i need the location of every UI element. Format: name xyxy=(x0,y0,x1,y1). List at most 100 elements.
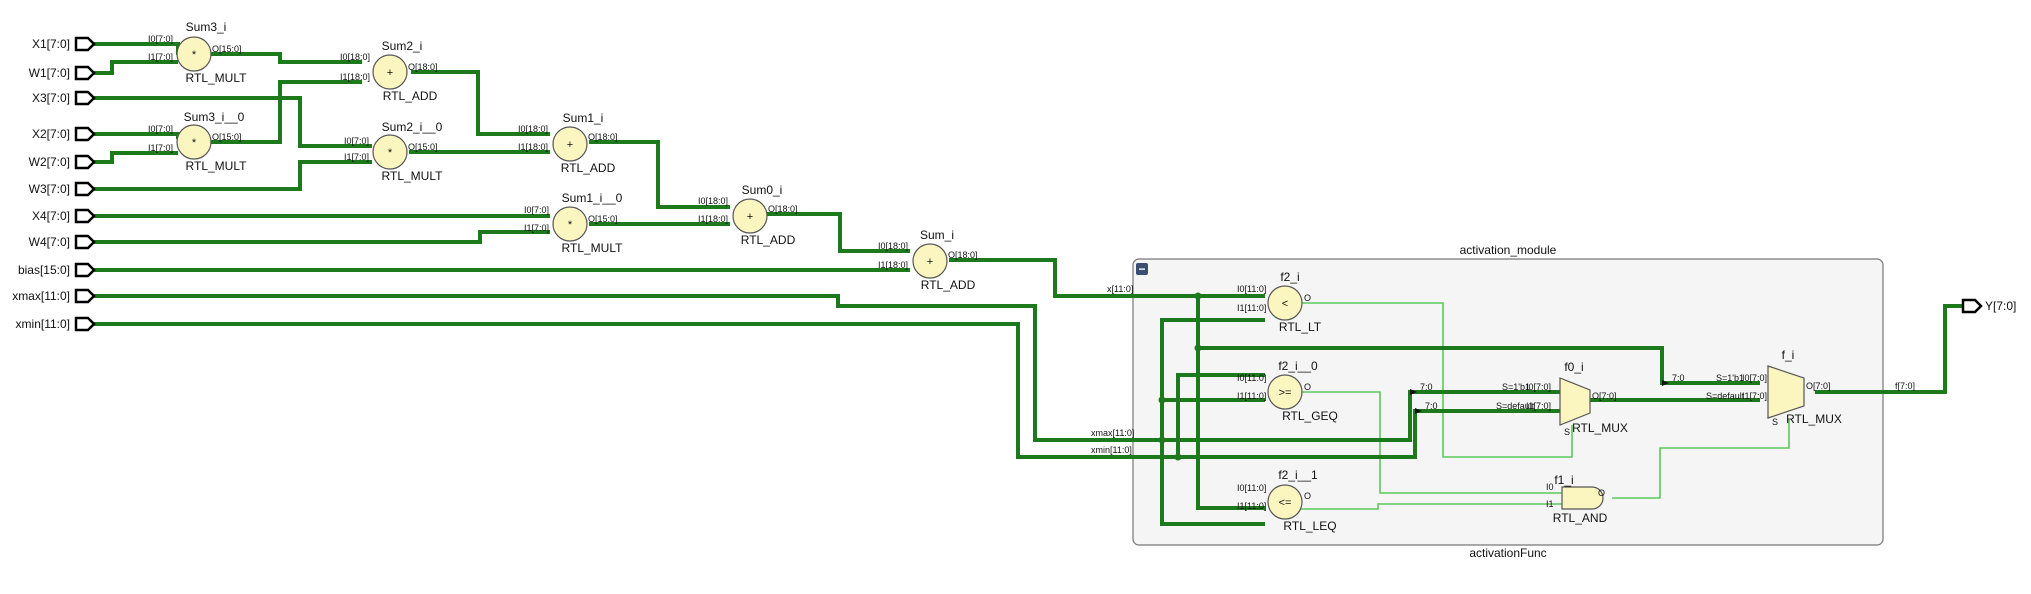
svg-text:I0[7:0]: I0[7:0] xyxy=(1526,382,1551,392)
cell-f2-i-1[interactable]: <= f2_i__1 RTL_LEQ I0[11:0] I1[11:0] O xyxy=(1237,468,1337,533)
instance-name: Sum1_i xyxy=(563,111,604,125)
output-port-Y[interactable]: Y[7:0] xyxy=(1961,298,2016,314)
f0-i-bus1-label: 7:0 xyxy=(1425,401,1438,411)
svg-text:I1[7:0]: I1[7:0] xyxy=(1526,401,1551,411)
input-port-W4[interactable]: W4[7:0] xyxy=(29,234,96,250)
f0-i-bus0-label: 7:0 xyxy=(1420,382,1433,392)
svg-text:X4[7:0]: X4[7:0] xyxy=(32,209,70,223)
cell-sum1-i[interactable]: + Sum1_i RTL_ADD I0[18:0] I1[18:0] O[18:… xyxy=(518,111,618,175)
svg-text:O[15:0]: O[15:0] xyxy=(588,214,618,224)
input-port-X2[interactable]: X2[7:0] xyxy=(32,126,96,142)
cell-sum3-i-0[interactable]: * Sum3_i__0 RTL_MULT I0[7:0] I1[7:0] O[1… xyxy=(148,110,247,173)
svg-text:O: O xyxy=(1304,491,1311,501)
activation-module-box[interactable] xyxy=(1132,258,1884,546)
svg-text:I0[7:0]: I0[7:0] xyxy=(148,124,173,134)
svg-text:I0[7:0]: I0[7:0] xyxy=(1742,373,1767,383)
bus-nets xyxy=(94,42,1963,526)
svg-text:S=1'b1: S=1'b1 xyxy=(1716,373,1744,383)
input-port-xmax[interactable]: xmax[11:0] xyxy=(12,288,96,304)
cell-type: RTL_ADD xyxy=(921,278,976,292)
instance-name: f2_i__0 xyxy=(1278,359,1318,373)
input-port-xmin[interactable]: xmin[11:0] xyxy=(16,316,96,332)
cell-type: RTL_MULT xyxy=(186,159,248,173)
op-symbol: >= xyxy=(1279,387,1292,399)
cell-sum-i[interactable]: + Sum_i RTL_ADD I0[18:0] I1[18:0] O[18:0… xyxy=(878,228,978,292)
svg-text:bias[15:0]: bias[15:0] xyxy=(18,263,70,277)
svg-text:I0[18:0]: I0[18:0] xyxy=(698,196,728,206)
svg-text:I1[11:0]: I1[11:0] xyxy=(1237,391,1266,401)
hier-pin-xmax: xmax[11:0] xyxy=(1091,428,1134,438)
svg-text:I1: I1 xyxy=(1546,499,1554,509)
single-bit-nets xyxy=(1295,302,1790,510)
input-port-bias[interactable]: bias[15:0] xyxy=(18,262,96,278)
input-port-W3[interactable]: W3[7:0] xyxy=(29,181,96,197)
instance-name: Sum2_i xyxy=(382,39,423,53)
svg-text:O[15:0]: O[15:0] xyxy=(212,132,242,142)
svg-text:I1[7:0]: I1[7:0] xyxy=(148,52,173,62)
cell-sum0-i[interactable]: + Sum0_i RTL_ADD I0[18:0] I1[18:0] O[18:… xyxy=(698,183,798,247)
cell-f1-i-and[interactable]: f1_i RTL_AND I0 I1 O xyxy=(1546,473,1608,525)
net-junctions xyxy=(1158,292,1202,461)
svg-text:I1[18:0]: I1[18:0] xyxy=(518,142,548,152)
cell-type: RTL_MUX xyxy=(1786,412,1842,426)
input-port-X3[interactable]: X3[7:0] xyxy=(32,90,96,106)
cell-f2-i-0[interactable]: >= f2_i__0 RTL_GEQ I0[11:0] I1[11:0] O xyxy=(1237,359,1338,423)
op-symbol: * xyxy=(192,137,197,149)
cell-f0-i-mux[interactable]: f0_i RTL_MUX S=1'b1 S=default I0[7:0] I1… xyxy=(1496,360,1628,437)
instance-name: Sum3_i__0 xyxy=(184,110,245,124)
instance-name: Sum0_i xyxy=(742,183,783,197)
op-symbol: * xyxy=(192,49,197,61)
hier-pin-x: x[11:0] xyxy=(1107,284,1133,294)
svg-text:S: S xyxy=(1564,427,1570,437)
svg-text:I1[18:0]: I1[18:0] xyxy=(340,72,370,82)
svg-text:Y[7:0]: Y[7:0] xyxy=(1985,299,2016,313)
input-port-X4[interactable]: X4[7:0] xyxy=(32,208,96,224)
cell-sum3-i[interactable]: * Sum3_i RTL_MULT I0[7:0] I1[7:0] O[15:0… xyxy=(148,20,247,85)
cell-f2-i[interactable]: < f2_i RTL_LT I0[11:0] I1[11:0] O xyxy=(1237,270,1322,334)
svg-text:O[15:0]: O[15:0] xyxy=(212,44,242,54)
cell-sum2-i-0[interactable]: * Sum2_i__0 RTL_MULT I0[7:0] I1[7:0] O[1… xyxy=(344,120,443,183)
svg-text:O[18:0]: O[18:0] xyxy=(768,204,798,214)
op-symbol: * xyxy=(388,147,393,159)
svg-text:I1[7:0]: I1[7:0] xyxy=(148,143,173,153)
collapse-button[interactable]: − xyxy=(1136,262,1148,276)
svg-text:I1[11:0]: I1[11:0] xyxy=(1237,501,1266,511)
svg-text:O: O xyxy=(1304,382,1311,392)
instance-name: f0_i xyxy=(1564,360,1583,374)
cell-sum2-i[interactable]: + Sum2_i RTL_ADD I0[18:0] I1[18:0] O[18:… xyxy=(340,39,438,103)
hier-module-name: activationFunc xyxy=(1469,546,1546,560)
cell-type: RTL_MULT xyxy=(562,241,624,255)
input-port-W2[interactable]: W2[7:0] xyxy=(29,154,96,170)
cell-type: RTL_ADD xyxy=(383,89,438,103)
op-symbol: + xyxy=(927,256,933,268)
svg-text:O: O xyxy=(1304,293,1311,303)
svg-text:I1[7:0]: I1[7:0] xyxy=(524,223,549,233)
svg-text:O[15:0]: O[15:0] xyxy=(408,142,438,152)
op-symbol: + xyxy=(747,211,753,223)
input-port-W1[interactable]: W1[7:0] xyxy=(29,65,96,81)
svg-text:S=default: S=default xyxy=(1496,401,1535,411)
cell-f-i-mux[interactable]: f_i RTL_MUX S=1'b1 S=default I0[7:0] I1[… xyxy=(1706,348,1842,427)
op-symbol: + xyxy=(387,67,393,79)
cell-sum1-i-0[interactable]: * Sum1_i__0 RTL_MULT I0[7:0] I1[7:0] O[1… xyxy=(524,191,623,255)
instance-name: Sum1_i__0 xyxy=(562,191,623,205)
svg-text:I0[11:0]: I0[11:0] xyxy=(1237,373,1266,383)
svg-text:O[18:0]: O[18:0] xyxy=(588,132,618,142)
instance-name: Sum2_i__0 xyxy=(382,120,443,134)
svg-text:I0[18:0]: I0[18:0] xyxy=(878,241,908,251)
f-i-bus0-label: 7:0 xyxy=(1672,373,1685,383)
cell-type: RTL_LT xyxy=(1279,320,1322,334)
op-symbol: < xyxy=(1282,298,1288,310)
op-symbol: <= xyxy=(1279,497,1292,509)
svg-text:S=1'b1: S=1'b1 xyxy=(1502,382,1530,392)
hier-instance-name: activation_module xyxy=(1460,243,1557,257)
input-port-X1[interactable]: X1[7:0] xyxy=(32,36,96,52)
svg-text:I0[7:0]: I0[7:0] xyxy=(524,205,549,215)
svg-text:X2[7:0]: X2[7:0] xyxy=(32,127,70,141)
bus-rippers xyxy=(1410,380,1669,414)
svg-text:X3[7:0]: X3[7:0] xyxy=(32,91,70,105)
svg-text:I0[7:0]: I0[7:0] xyxy=(148,34,173,44)
instance-name: Sum_i xyxy=(920,228,954,242)
svg-text:W2[7:0]: W2[7:0] xyxy=(29,155,70,169)
